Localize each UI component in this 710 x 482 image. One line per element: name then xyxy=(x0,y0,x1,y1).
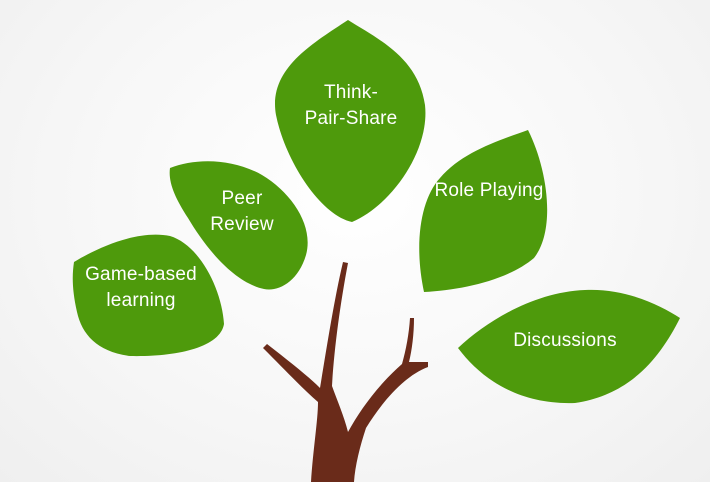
leaf-label-game-based-learning: Game-based learning xyxy=(76,262,206,313)
leaf-label-line: Pair-Share xyxy=(304,107,398,129)
leaf-label-think-pair-share: Think- Pair-Share xyxy=(296,80,406,131)
leaf-label-line: Review xyxy=(210,213,274,235)
leaf-label-line: Peer xyxy=(221,188,263,209)
leaf-label-line: Role Playing xyxy=(434,180,544,201)
leaf-game-based-learning xyxy=(72,234,225,357)
leaf-peer-review xyxy=(169,161,308,290)
leaf-label-line: Discussions xyxy=(513,330,617,351)
leaf-label-line: Think- xyxy=(324,82,378,103)
leaf-discussions xyxy=(458,289,680,404)
leaf-think-pair-share xyxy=(275,20,426,222)
leaf-label-peer-review: Peer Review xyxy=(196,186,288,237)
leaf-label-line: learning xyxy=(106,289,176,311)
leaf-label-line: Game-based xyxy=(85,264,197,285)
leaf-label-discussions: Discussions xyxy=(500,328,630,354)
leaf-label-role-playing: Role Playing xyxy=(424,178,554,204)
tree-trunk xyxy=(263,262,428,482)
leaf-role-playing xyxy=(419,130,548,292)
